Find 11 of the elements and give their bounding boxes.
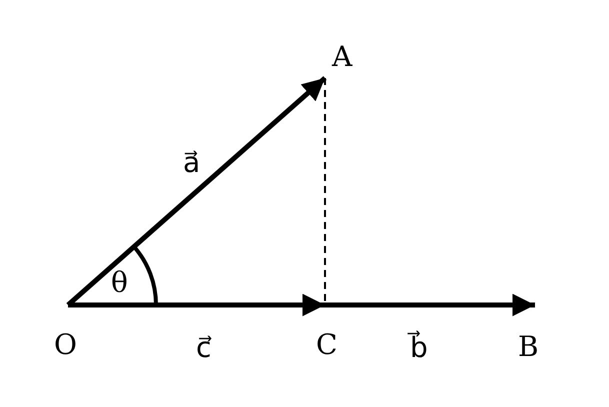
angle-label: θ: [111, 268, 128, 298]
vector-arrow: [66, 76, 327, 307]
vector-label: c⃗: [196, 333, 212, 363]
vector-label: b⃗: [410, 333, 428, 363]
vector-arrow: [325, 294, 535, 316]
point-label: C: [316, 330, 338, 360]
point-label: B: [518, 332, 539, 362]
point-label: O: [54, 330, 77, 360]
vector-label: a⃗: [183, 148, 200, 178]
point-label: A: [332, 42, 352, 72]
vector-arrow: [68, 294, 325, 316]
